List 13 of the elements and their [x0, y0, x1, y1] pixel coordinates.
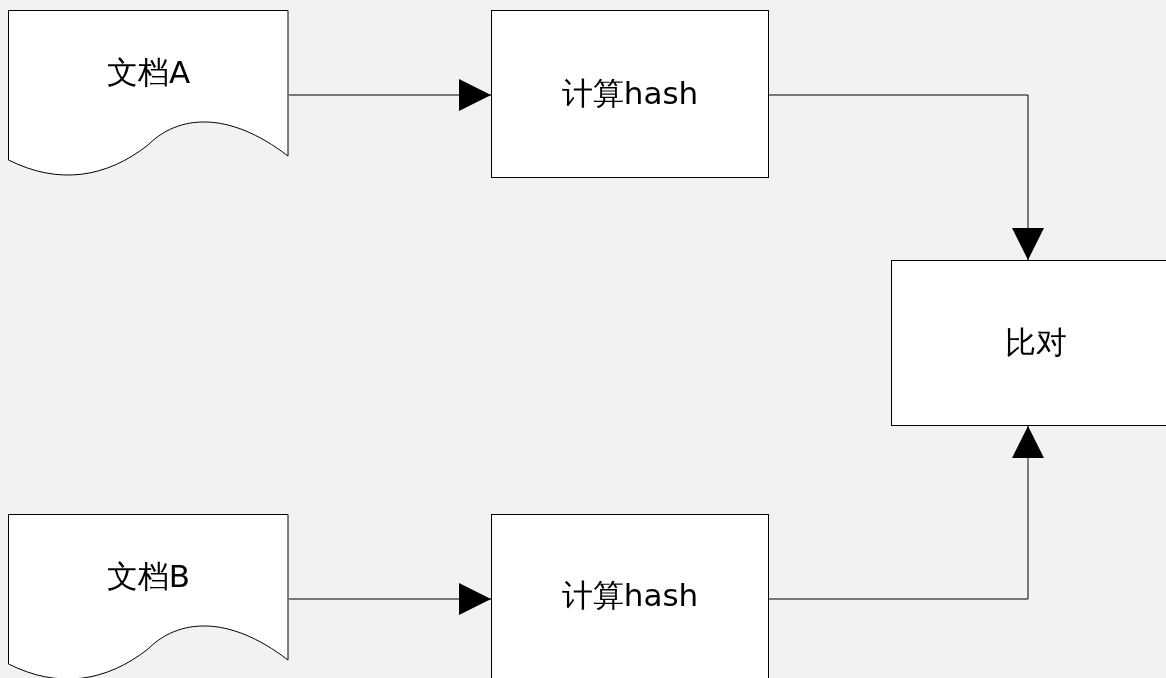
process-box: [891, 260, 1166, 426]
node-label: 计算hash: [561, 74, 699, 113]
arrow: [768, 94, 1044, 261]
node-label: 计算hash: [561, 576, 699, 615]
process-box: [491, 10, 769, 178]
document-shape: [8, 514, 289, 678]
node-label: 比对: [1005, 323, 1067, 362]
node-label: 文档B: [105, 557, 192, 596]
node-label: 文档A: [105, 53, 192, 92]
arrow: [288, 79, 492, 111]
process-box: [491, 514, 769, 678]
arrow: [768, 425, 1044, 600]
arrow: [288, 583, 492, 615]
